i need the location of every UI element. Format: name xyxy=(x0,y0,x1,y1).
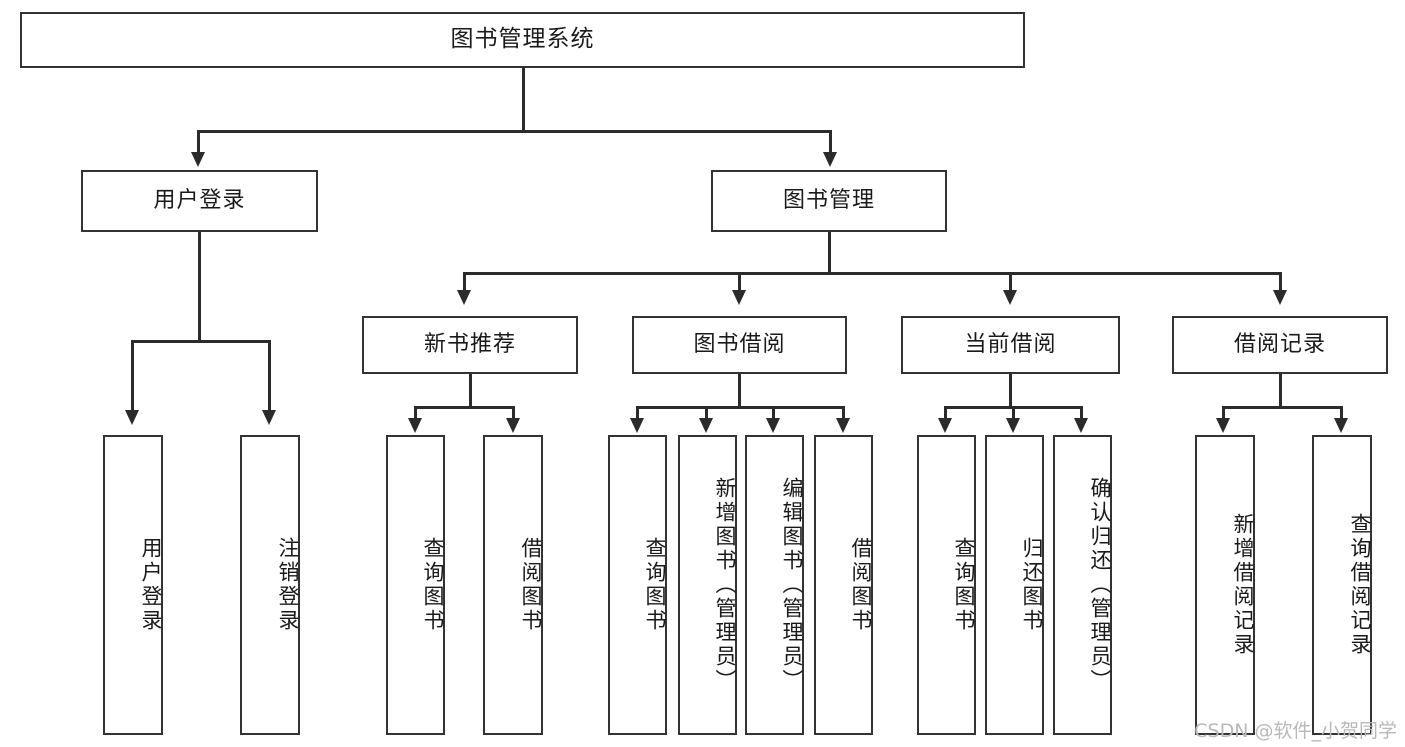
edge-root-stem xyxy=(522,68,525,130)
node-leaf-query-book-2[interactable]: 查询图书 xyxy=(608,435,667,735)
edge-borrow-record-stem xyxy=(1279,374,1282,408)
edge-book-borrow-bus xyxy=(636,406,844,409)
edge-user-login-to-leaf2 xyxy=(268,340,271,412)
node-label: 当前借阅 xyxy=(964,331,1057,357)
node-book-borrow[interactable]: 图书借阅 xyxy=(632,316,847,374)
edge-new-book-stem xyxy=(469,374,472,408)
node-leaf-add-book[interactable]: 新增图书（管理员） xyxy=(678,435,737,735)
node-label: 查询图书 xyxy=(952,537,976,633)
node-label: 查询图书 xyxy=(421,537,445,633)
edge-book-manage-to-new-book xyxy=(463,272,466,292)
edge-current-borrow-to-leaf1 xyxy=(944,406,947,420)
node-user-login[interactable]: 用户登录 xyxy=(81,170,318,232)
node-label: 图书管理 xyxy=(782,187,875,213)
arrow-user-login-to-leaf1 xyxy=(125,410,139,425)
arrow-borrow-record-to-leaf1 xyxy=(1216,418,1230,433)
edge-user-login-stem xyxy=(198,232,201,342)
arrow-book-manage-to-current-borrow xyxy=(1003,290,1017,305)
edge-borrow-record-to-leaf2 xyxy=(1340,406,1343,420)
node-label: 编辑图书（管理员） xyxy=(780,477,804,693)
edge-current-borrow-stem xyxy=(1009,374,1012,408)
node-new-book-recommend[interactable]: 新书推荐 xyxy=(362,316,578,374)
arrow-book-manage-to-book-borrow xyxy=(732,290,746,305)
edge-new-book-to-leaf2 xyxy=(512,406,515,420)
edge-book-manage-to-borrow-record xyxy=(1279,272,1282,292)
node-leaf-return-book[interactable]: 归还图书 xyxy=(985,435,1044,735)
node-label: 新书推荐 xyxy=(423,331,516,357)
arrow-user-login-to-leaf2 xyxy=(262,410,276,425)
node-label: 用户登录 xyxy=(153,187,246,213)
node-label: 确认归还（管理员） xyxy=(1088,477,1112,693)
node-label: 查询图书 xyxy=(643,537,667,633)
edge-root-to-book-manage xyxy=(829,130,832,156)
edge-book-borrow-to-leaf4 xyxy=(842,406,845,420)
node-leaf-add-record[interactable]: 新增借阅记录 xyxy=(1195,435,1255,735)
arrow-current-borrow-to-leaf2 xyxy=(1006,418,1020,433)
node-current-borrow[interactable]: 当前借阅 xyxy=(901,316,1120,374)
edge-book-manage-bus xyxy=(463,272,1281,275)
arrow-borrow-record-to-leaf2 xyxy=(1334,418,1348,433)
node-leaf-user-login[interactable]: 用户登录 xyxy=(103,435,163,735)
arrow-book-borrow-to-leaf1 xyxy=(630,418,644,433)
arrow-root-to-book-manage xyxy=(823,152,837,167)
watermark-text: CSDN @软件_小贺同学 xyxy=(1194,720,1397,742)
node-label: 注销登录 xyxy=(276,537,300,633)
node-label: 借阅记录 xyxy=(1233,331,1326,357)
edge-new-book-to-leaf1 xyxy=(414,406,417,420)
node-leaf-borrow-book-2[interactable]: 借阅图书 xyxy=(814,435,873,735)
node-leaf-query-book-3[interactable]: 查询图书 xyxy=(917,435,976,735)
edge-book-borrow-to-leaf1 xyxy=(636,406,639,420)
edge-new-book-bus xyxy=(414,406,514,409)
arrow-book-manage-to-new-book xyxy=(457,290,471,305)
arrow-current-borrow-to-leaf3 xyxy=(1074,418,1088,433)
node-label: 用户登录 xyxy=(139,537,163,633)
edge-borrow-record-to-leaf1 xyxy=(1222,406,1225,420)
arrow-root-to-user-login xyxy=(191,152,205,167)
edge-book-manage-to-current-borrow xyxy=(1009,272,1012,292)
arrow-book-borrow-to-leaf4 xyxy=(836,418,850,433)
node-borrow-record[interactable]: 借阅记录 xyxy=(1172,316,1388,374)
arrow-book-manage-to-borrow-record xyxy=(1273,290,1287,305)
edge-user-login-to-leaf1 xyxy=(131,340,134,412)
edge-current-borrow-to-leaf3 xyxy=(1080,406,1083,420)
edge-book-manage-to-book-borrow xyxy=(738,272,741,292)
node-leaf-user-logout[interactable]: 注销登录 xyxy=(240,435,300,735)
edge-book-manage-stem xyxy=(828,232,831,274)
arrow-new-book-to-leaf2 xyxy=(506,418,520,433)
edge-user-login-bus xyxy=(131,340,268,343)
edge-current-borrow-to-leaf2 xyxy=(1012,406,1015,420)
edge-book-borrow-to-leaf3 xyxy=(772,406,775,420)
node-leaf-confirm-return[interactable]: 确认归还（管理员） xyxy=(1053,435,1112,735)
edge-root-bus xyxy=(197,130,831,133)
edge-book-borrow-to-leaf2 xyxy=(705,406,708,420)
node-label: 新增图书（管理员） xyxy=(713,477,737,693)
node-root-book-management-system[interactable]: 图书管理系统 xyxy=(20,12,1025,68)
node-label: 图书借阅 xyxy=(693,331,786,357)
edge-root-to-user-login xyxy=(197,130,200,156)
node-label: 借阅图书 xyxy=(849,537,873,633)
node-leaf-borrow-book-1[interactable]: 借阅图书 xyxy=(483,435,543,735)
node-book-manage[interactable]: 图书管理 xyxy=(711,170,947,232)
arrow-new-book-to-leaf1 xyxy=(408,418,422,433)
node-label: 图书管理系统 xyxy=(450,26,595,53)
node-label: 归还图书 xyxy=(1020,537,1044,633)
node-label: 查询借阅记录 xyxy=(1348,513,1372,657)
node-label: 新增借阅记录 xyxy=(1231,513,1255,657)
node-leaf-query-book-1[interactable]: 查询图书 xyxy=(386,435,445,735)
node-leaf-query-record[interactable]: 查询借阅记录 xyxy=(1312,435,1372,735)
arrow-book-borrow-to-leaf3 xyxy=(766,418,780,433)
edge-book-borrow-stem xyxy=(738,374,741,408)
arrow-current-borrow-to-leaf1 xyxy=(938,418,952,433)
arrow-book-borrow-to-leaf2 xyxy=(699,418,713,433)
edge-borrow-record-bus xyxy=(1222,406,1342,409)
node-leaf-edit-book[interactable]: 编辑图书（管理员） xyxy=(745,435,804,735)
node-label: 借阅图书 xyxy=(519,537,543,633)
